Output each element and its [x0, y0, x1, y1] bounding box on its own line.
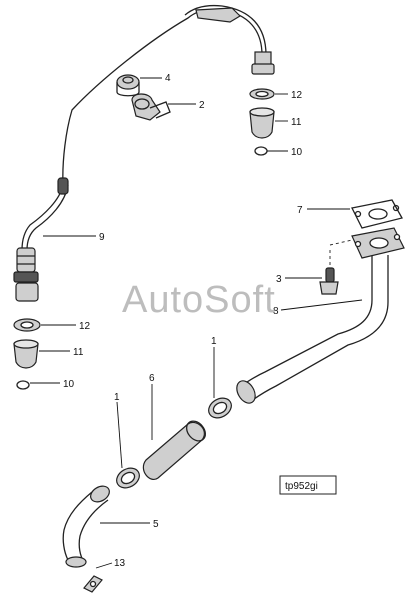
callout-10-lower: 10	[63, 379, 75, 390]
callout-13: 13	[114, 558, 126, 569]
reference-box: tp952gi	[279, 475, 337, 495]
hose-part-6	[142, 420, 207, 480]
callout-9: 9	[99, 232, 105, 243]
oil-feed-pipe	[21, 4, 267, 251]
grommet-part-4	[116, 74, 140, 97]
callout-1-lower: 1	[114, 392, 120, 403]
hose-clamp-part-1-upper	[208, 397, 232, 419]
callout-1-upper: 1	[211, 336, 217, 347]
gasket-part-7	[351, 199, 403, 229]
reference-code: tp952gi	[285, 481, 318, 492]
leader-lines	[30, 77, 363, 569]
callout-12-lower: 12	[79, 321, 91, 332]
watermark-text: AutoSoft	[122, 279, 276, 321]
callout-11-upper: 11	[291, 117, 302, 128]
upper-banjo-fitting	[251, 51, 275, 75]
callout-labels: 4 2 12 11 10 9 7 3 8 12 11 10 1 6 1 5 13	[63, 73, 303, 569]
lower-banjo-fitting	[13, 247, 39, 302]
return-pipe-part-8	[236, 255, 389, 404]
callout-2: 2	[199, 100, 205, 111]
gasket-part-13	[83, 575, 103, 593]
callout-4: 4	[165, 73, 171, 84]
washer-part-12-upper	[249, 88, 275, 100]
callout-12-upper: 12	[291, 90, 303, 101]
bolt-part-3	[319, 239, 353, 295]
elbow-pipe-part-5	[62, 485, 110, 568]
callout-8: 8	[273, 306, 279, 317]
union-part-11-lower	[13, 339, 39, 369]
callout-10-upper: 10	[291, 147, 303, 158]
hose-clamp-part-1-lower	[116, 467, 140, 489]
oring-part-10-lower	[16, 380, 30, 390]
pipe-flange	[351, 227, 405, 259]
union-part-11-upper	[249, 107, 275, 139]
callout-5: 5	[153, 519, 159, 530]
clamp-part-2	[131, 93, 171, 121]
callout-7: 7	[297, 205, 303, 216]
oring-part-10-upper	[254, 146, 268, 156]
washer-part-12-lower	[13, 318, 41, 332]
callout-11-lower: 11	[73, 347, 84, 358]
callout-6: 6	[149, 373, 155, 384]
callout-3: 3	[276, 274, 282, 285]
